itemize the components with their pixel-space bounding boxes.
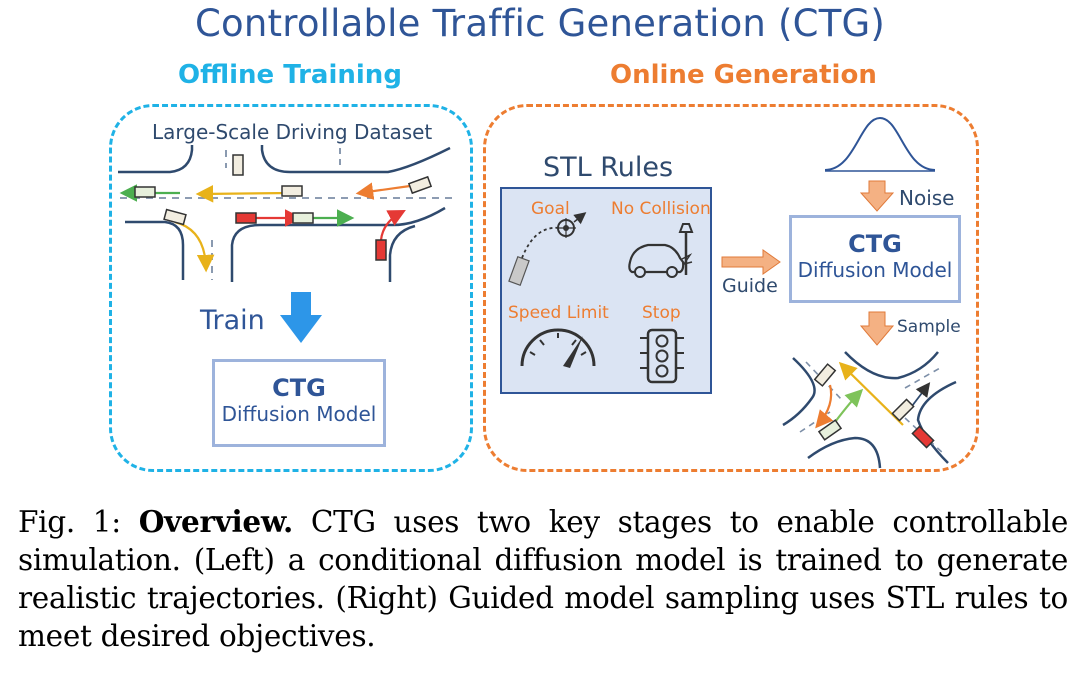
caption-text: CTG uses two key stages to enable contro… [18, 505, 1069, 653]
figure-title: Controllable Traffic Generation (CTG) [194, 2, 886, 45]
guide-arrow [721, 249, 781, 275]
model-title: CTG [848, 230, 902, 258]
guide-label: Guide [722, 275, 778, 297]
caption-label: Fig. 1: [18, 505, 121, 539]
noise-arrow [859, 180, 895, 212]
train-label: Train [200, 305, 265, 336]
sample-label: Sample [897, 317, 961, 337]
offline-ctg-model-box: CTG Diffusion Model [212, 359, 386, 447]
offline-training-panel [109, 104, 473, 472]
online-generation-heading: Online Generation [610, 60, 877, 90]
model-title: CTG [272, 374, 326, 402]
dataset-label: Large-Scale Driving Dataset [152, 120, 433, 144]
model-subtitle: Diffusion Model [797, 258, 953, 282]
offline-intersection-illustration [118, 145, 455, 282]
noise-label: Noise [899, 186, 955, 210]
sample-arrow [859, 311, 895, 346]
rule-no-collision-label: No Collision [611, 199, 711, 219]
online-generation-panel [483, 104, 979, 472]
noise-bell-curve [824, 116, 936, 172]
rule-speed-limit-label: Speed Limit [508, 303, 609, 323]
model-subtitle: Diffusion Model [221, 402, 377, 426]
stl-rules-title: STL Rules [543, 152, 674, 183]
train-arrow [280, 292, 322, 343]
generated-intersection-illustration [782, 351, 957, 469]
rule-goal-label: Goal [531, 199, 570, 219]
online-ctg-model-box: CTG Diffusion Model [789, 215, 961, 303]
figure-caption: Fig. 1: Overview. CTG uses two key stage… [18, 503, 1068, 655]
caption-bold-lead: Overview. [138, 504, 294, 539]
offline-training-heading: Offline Training [178, 60, 402, 90]
rule-stop-label: Stop [642, 303, 681, 323]
